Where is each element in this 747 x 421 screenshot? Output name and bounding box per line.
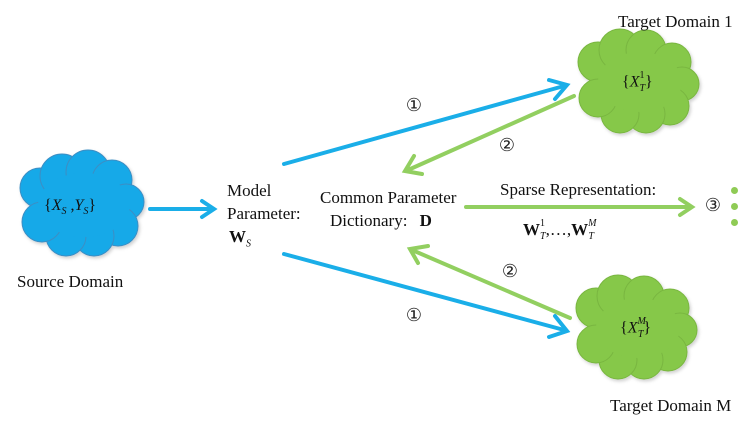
- step-2-marker-lower: ②: [501, 261, 519, 282]
- ellipsis-dot-1: [731, 187, 738, 194]
- step-3-marker: ③: [704, 195, 722, 216]
- brace-open: {: [44, 197, 52, 214]
- target-domain-m-label: Target Domain M: [610, 396, 732, 415]
- dictionary-symbol: D: [419, 211, 432, 230]
- model-parameter-symbol: WS: [229, 227, 251, 250]
- brace-close: }: [88, 197, 97, 214]
- source-domain-label: Source Domain: [17, 272, 124, 291]
- arrow-target-1-to-dictionary: [401, 94, 576, 176]
- step-2-marker-upper: ②: [498, 135, 516, 156]
- arrow-dictionary-to-sparse: [464, 197, 696, 217]
- sparse-weights-symbol: W1T,…,WMT: [523, 218, 597, 243]
- step-1-marker-upper: ①: [405, 95, 423, 116]
- target-domain-1-label: Target Domain 1: [618, 12, 733, 31]
- arrow-target-m-to-dictionary: [406, 244, 572, 320]
- model-label-line2: Parameter:: [227, 204, 301, 223]
- target-domain-1-set: {X1T}: [622, 70, 653, 94]
- dictionary-label-line1: Common Parameter: [320, 188, 457, 207]
- source-set-label: {XS ,YS}: [44, 197, 97, 218]
- step-1-marker-lower: ①: [405, 305, 423, 326]
- dictionary-label-line2: Dictionary: D: [330, 211, 432, 230]
- arrow-source-to-model: [148, 199, 218, 219]
- arrow-model-to-target-1: [282, 78, 571, 166]
- target-domain-m-cloud: [575, 274, 698, 380]
- sparse-representation-label: Sparse Representation:: [500, 180, 657, 199]
- target-domain-m-set: {XMT}: [620, 316, 652, 340]
- target-domain-1-cloud: [577, 28, 700, 134]
- source-domain-cloud: [19, 149, 145, 257]
- arrow-model-to-target-m: [282, 252, 571, 339]
- model-label-line1: Model: [227, 181, 272, 200]
- ellipsis-dot-2: [731, 203, 738, 210]
- ellipsis-dot-3: [731, 219, 738, 226]
